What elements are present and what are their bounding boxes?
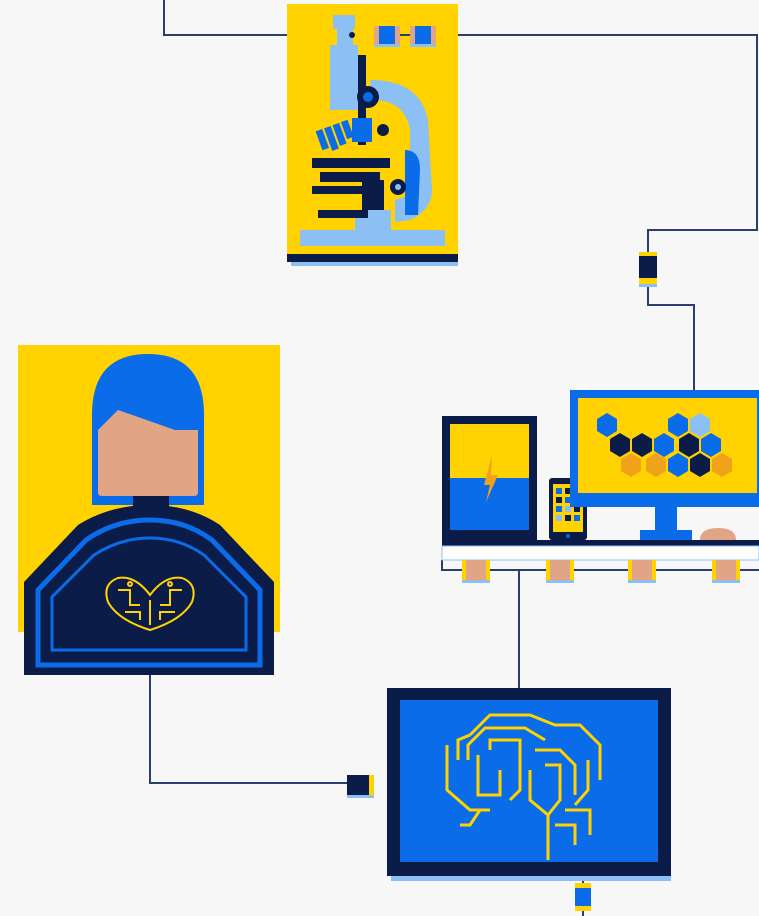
brain-screen-shadow — [391, 876, 671, 881]
microscope-card-base — [287, 254, 458, 262]
connector-plug-icon — [575, 883, 591, 911]
connector-plug-icon — [639, 252, 657, 287]
devices-shelf — [441, 545, 759, 561]
wire-to-monitor — [647, 283, 695, 392]
microscope-icon — [300, 15, 445, 246]
brain-screen — [387, 688, 671, 881]
devices-icon — [441, 390, 759, 583]
connector-plug-icon — [374, 26, 436, 47]
microscope-card-shadow — [291, 262, 458, 266]
person-card — [18, 345, 280, 675]
lightning-bolt-icon — [484, 455, 498, 502]
monitor-icon — [570, 390, 759, 540]
tablet-icon — [442, 416, 537, 540]
wire-person-to-screen — [149, 674, 348, 784]
circuit-brain-icon — [445, 713, 602, 860]
connector-plug-icon — [462, 560, 740, 583]
person-avatar-icon — [24, 354, 274, 675]
mouse-icon — [700, 528, 736, 540]
circuit-heart-icon — [105, 576, 195, 632]
honeycomb-molecule-icon — [597, 413, 732, 477]
microscope-card — [287, 4, 458, 266]
devices-shelf-top — [442, 540, 759, 546]
connector-plug-icon — [347, 775, 374, 798]
wire-top-right — [438, 34, 758, 258]
